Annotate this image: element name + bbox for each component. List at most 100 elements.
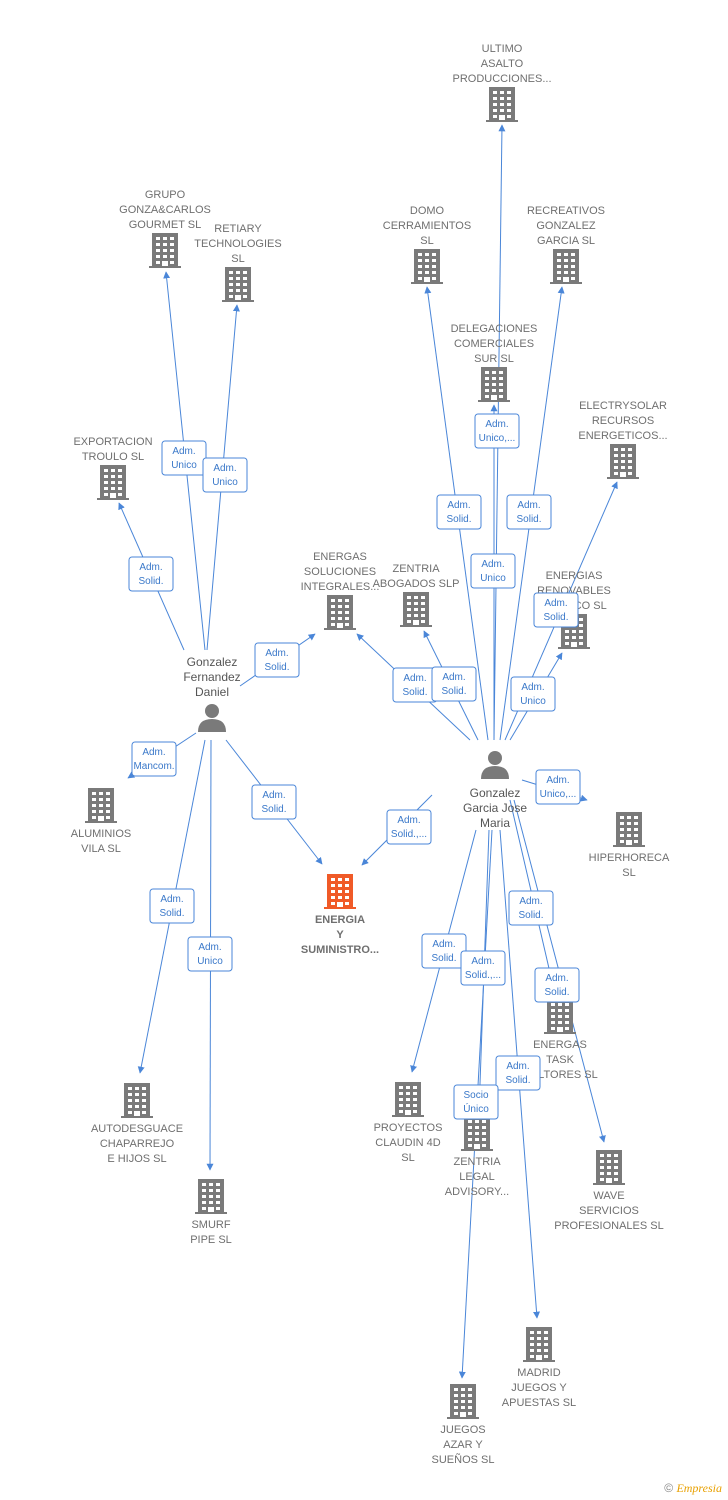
edge-label[interactable]: Adm.Solid. [431, 666, 477, 702]
edge-label-box [506, 494, 552, 530]
node-label-line: SL [420, 235, 433, 247]
building-icon [222, 267, 254, 302]
building-icon [121, 1083, 153, 1118]
edge-label[interactable]: Adm.Mancom. [131, 741, 177, 777]
edge-label-line: Adm. [198, 942, 221, 953]
node-label-line: Daniel [195, 685, 229, 699]
edge-label-line: Adm. [546, 775, 569, 786]
node-label-line: EXPORTACION [73, 436, 152, 448]
edge-label-box [534, 967, 580, 1003]
edge-label-line: Solid. [544, 987, 569, 998]
edge-label-line: Unico [197, 956, 223, 967]
company-node-energia_sum[interactable]: ENERGIAYSUMINISTRO... [301, 874, 379, 956]
edge-label[interactable]: Adm.Solid. [149, 888, 195, 924]
building-icon [85, 788, 117, 823]
node-label-line: DOMO [410, 205, 445, 217]
edge-label[interactable]: Adm.Solid. [506, 494, 552, 530]
footer-credit[interactable]: © Empresia [664, 1481, 722, 1496]
node-label-line: SERVICIOS [579, 1205, 639, 1217]
edge-label[interactable]: Adm. Solid. [508, 890, 554, 926]
building-icon [149, 233, 181, 268]
building-icon [523, 1327, 555, 1362]
edge-label[interactable]: Adm.Solid. [254, 642, 300, 678]
edge-label[interactable]: Adm.Unico [202, 457, 248, 493]
edge-label-line: Adm. [442, 672, 465, 683]
edge-label-line: Unico [480, 573, 506, 584]
company-node-zentria_legal[interactable]: ZENTRIALEGALADVISORY... [445, 1116, 509, 1198]
node-label-line: Gonzalez [470, 786, 521, 800]
node-label-line: MADRID [517, 1367, 560, 1379]
node-label-line: CLAUDIN 4D [375, 1137, 440, 1149]
edge-label[interactable]: Adm.Unico [470, 553, 516, 589]
edge-label-line: Adm. [545, 973, 568, 984]
edge-label-line: Solid. [138, 576, 163, 587]
edge-label[interactable]: Adm.Solid. [392, 667, 438, 703]
edge-label[interactable]: Adm.Solid. [421, 933, 467, 969]
node-label-line: Gonzalez [187, 655, 238, 669]
edge-label[interactable]: Adm. Solid. [534, 967, 580, 1003]
building-icon [544, 999, 576, 1034]
edge-label[interactable]: Adm.Solid.,... [460, 950, 506, 986]
node-label-line: PIPE SL [190, 1234, 232, 1246]
node-label-line: ENERGAS [313, 551, 367, 563]
edge-label-line: Adm. [519, 896, 542, 907]
building-icon [97, 465, 129, 500]
edge-label[interactable]: Adm.Solid.,... [386, 809, 432, 845]
node-label-line: ULTIMO [482, 43, 523, 55]
node-label-line: CHAPARREJO [100, 1138, 175, 1150]
edge-label[interactable]: Adm.Unico [510, 676, 556, 712]
company-node-electrysolar[interactable]: ELECTRYSOLARRECURSOSENERGETICOS... [578, 400, 668, 479]
node-label-line: TROULO SL [82, 451, 144, 463]
node-label-line: TECHNOLOGIES [194, 238, 281, 250]
building-icon [613, 812, 645, 847]
edge-label[interactable]: Adm.Unico [161, 440, 207, 476]
edge-label-line: Adm. [432, 939, 455, 950]
node-label-line: RECURSOS [592, 415, 654, 427]
edge-label-box [386, 809, 432, 845]
edge-label[interactable]: Adm.Unico,... [474, 413, 520, 449]
building-icon [392, 1082, 424, 1117]
node-label-line: ALUMINIOS [71, 828, 132, 840]
edge-label[interactable]: Adm. Unico [187, 936, 233, 972]
edge-label[interactable]: Adm.Unico,... [535, 769, 581, 805]
node-label-line: Maria [480, 816, 510, 830]
company-node-ultimo[interactable]: ULTIMOASALTOPRODUCCIONES... [452, 43, 552, 122]
node-label-line: HIPERHORECA [589, 852, 670, 864]
edge-label[interactable]: Adm.Solid. [495, 1055, 541, 1091]
edge-label-line: Solid. [505, 1075, 530, 1086]
edge-label[interactable]: Adm.Solid. [251, 784, 297, 820]
node-label-line: RETIARY [214, 223, 262, 235]
edge-label[interactable]: Adm.Solid. [436, 494, 482, 530]
node-label-line: ABOGADOS SLP [373, 578, 460, 590]
edge-label[interactable]: Adm.Solid. [128, 556, 174, 592]
company-node-exportacion[interactable]: EXPORTACION TROULO SL [73, 436, 153, 500]
edge-label-line: Solid. [446, 514, 471, 525]
node-label-line: ELECTRYSOLAR [579, 400, 667, 412]
building-icon [400, 592, 432, 627]
edge-label-line: Solid. [518, 910, 543, 921]
edge-label-line: Solid. [516, 514, 541, 525]
edge-label[interactable]: Adm.Solid. [533, 592, 579, 628]
company-node-energas_sol[interactable]: ENERGASSOLUCIONESINTEGRALES... [301, 551, 380, 630]
node-label-line: PRODUCCIONES... [452, 73, 551, 85]
edge-label-box [131, 741, 177, 777]
